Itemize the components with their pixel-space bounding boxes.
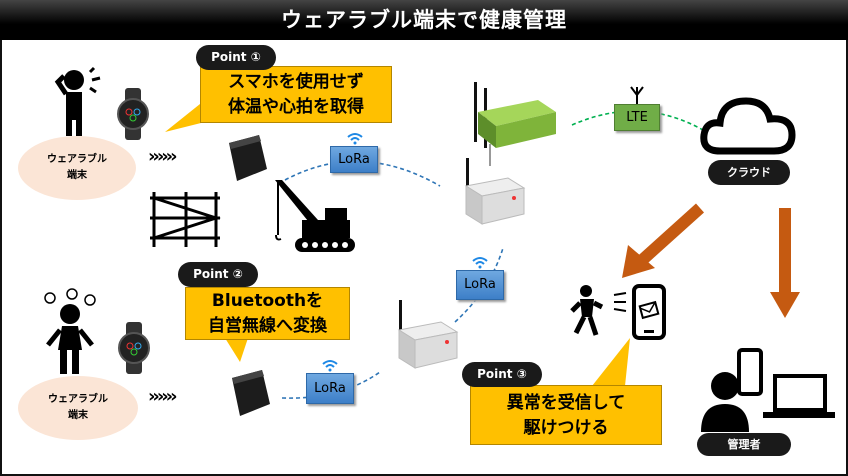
antenna-icon bbox=[630, 86, 644, 104]
lte-gateway-icon bbox=[474, 82, 556, 166]
callout-point-2: Bluetoothを自営無線へ変換 bbox=[185, 287, 350, 340]
point-3-badge: Point ③ bbox=[462, 362, 542, 387]
callout-point-1: スマホを使用せず体温や心拍を取得 bbox=[200, 66, 392, 123]
wearable-label-1: ウェアラブル端末 bbox=[18, 136, 136, 200]
smartphone-mail-icon bbox=[632, 284, 666, 340]
point-1-badge: Point ① bbox=[196, 45, 276, 70]
orange-arrow-to-responder bbox=[635, 203, 705, 267]
lte-label: LTE bbox=[614, 104, 660, 131]
admin-label: 管理者 bbox=[697, 433, 791, 456]
orange-arrow-to-admin bbox=[779, 208, 791, 293]
worker-headache-icon bbox=[54, 66, 101, 136]
point-2-badge: Point ② bbox=[178, 262, 258, 287]
alert-lines-icon bbox=[613, 292, 627, 312]
lora-link-2 bbox=[281, 371, 381, 399]
lora-label-2: LoRa bbox=[306, 373, 354, 404]
crane-icon bbox=[275, 180, 355, 252]
page-title: ウェアラブル端末で健康管理 bbox=[0, 0, 848, 40]
smartwatch-icon bbox=[118, 322, 150, 374]
wifi-icon bbox=[472, 257, 488, 269]
wifi-icon bbox=[347, 133, 363, 145]
lora-label-1: LoRa bbox=[330, 146, 378, 173]
smartwatch-icon bbox=[117, 88, 149, 140]
lora-relay-icon bbox=[397, 300, 459, 369]
callout-point-3: 異常を受信して駆けつける bbox=[470, 385, 662, 445]
chevron-arrows-icon: ›››››› bbox=[148, 386, 177, 407]
running-person-icon bbox=[570, 285, 604, 336]
converter-device-icon bbox=[229, 135, 267, 181]
worker-dizzy-icon bbox=[44, 288, 96, 374]
lora-receiver-icon bbox=[464, 158, 526, 225]
chevron-arrows-icon: ›››››› bbox=[148, 146, 177, 167]
wearable-label-2: ウェアラブル端末 bbox=[18, 376, 138, 440]
wifi-icon bbox=[322, 360, 338, 372]
admin-with-devices-icon bbox=[701, 348, 835, 432]
lora-label-3: LoRa bbox=[456, 270, 504, 300]
converter-device-icon bbox=[232, 370, 270, 416]
scaffold-icon bbox=[150, 192, 221, 247]
cloud-icon bbox=[700, 97, 796, 155]
lte-link bbox=[571, 110, 704, 131]
cloud-label: クラウド bbox=[708, 160, 790, 185]
